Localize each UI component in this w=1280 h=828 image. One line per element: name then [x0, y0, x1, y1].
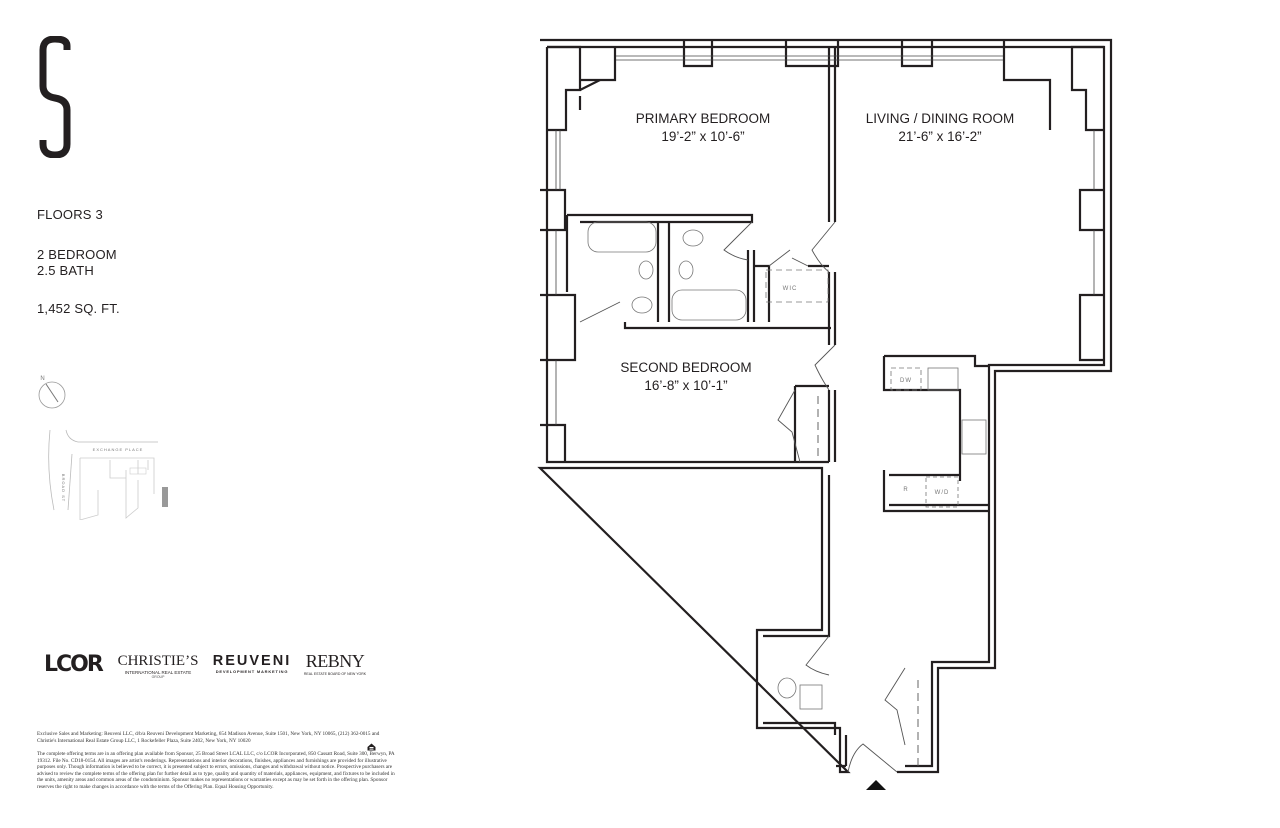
sales-contact-text: Exclusive Sales and Marketing: Reuveni L… — [37, 731, 380, 744]
christies-sub: INTERNATIONAL REAL ESTATE — [124, 670, 192, 675]
baths-label: 2.5 BATH — [37, 263, 94, 278]
christies-wordmark: CHRISTIE’S — [117, 653, 199, 669]
fridge-label: R — [903, 487, 908, 493]
primary-bedroom-name: PRIMARY BEDROOM — [636, 111, 771, 126]
rebny-sub: REAL ESTATE BOARD OF NEW YORK — [303, 672, 367, 676]
wic-label: WIC — [783, 286, 798, 292]
lcor-logo: LCOR — [44, 652, 104, 677]
equal-housing-icon — [367, 738, 376, 751]
living-room-dims: 21’-6” x 16’-2” — [898, 129, 981, 144]
christies-group: GROUP — [151, 675, 165, 679]
walls — [537, 38, 1113, 774]
kitchen-sink-icon — [927, 367, 959, 391]
bedrooms-label: 2 BEDROOM — [37, 247, 117, 262]
toilet-icon — [777, 677, 797, 699]
cooktop-icon — [961, 419, 987, 455]
sink-icon — [799, 684, 823, 710]
reuveni-wordmark: REUVENI — [212, 653, 292, 669]
living-room-name: LIVING / DINING ROOM — [866, 111, 1015, 126]
fixtures — [587, 221, 987, 710]
floors-label: FLOORS 3 — [37, 207, 103, 222]
bathtub-icon — [671, 289, 747, 321]
christies-logo: CHRISTIE’S INTERNATIONAL REAL ESTATE GRO… — [113, 653, 203, 679]
rebny-wordmark: REBNY — [305, 651, 365, 671]
second-bedroom-dims: 16’-8” x 10’-1” — [644, 378, 727, 393]
wd-label: W/D — [935, 490, 950, 496]
bathtub-icon — [587, 221, 657, 253]
entrance-arrow-icon — [866, 780, 886, 790]
second-bedroom-name: SECOND BEDROOM — [620, 360, 751, 375]
toilet-icon — [631, 296, 653, 314]
north-arrow-icon: N — [38, 376, 66, 409]
doors — [579, 221, 919, 773]
primary-bedroom-dims: 19’-2” x 10’-6” — [661, 129, 744, 144]
disclaimer-text: The complete offering terms are in an of… — [37, 751, 395, 790]
washer-dryer-icon — [925, 476, 959, 508]
north-label: N — [40, 376, 45, 382]
area-label: 1,452 SQ. FT. — [37, 301, 120, 316]
reuveni-logo: REUVENI DEVELOPMENT MARKETING — [209, 653, 295, 674]
key-plan: N EXCHANGE PLACE BROAD ST — [38, 376, 168, 520]
rebny-logo: REBNY REAL ESTATE BOARD OF NEW YORK — [300, 651, 370, 676]
dishwasher-icon — [890, 367, 922, 391]
windows — [555, 55, 1095, 425]
sink-icon — [678, 260, 694, 280]
closet-rod — [765, 269, 829, 303]
street-exchange-place: EXCHANGE PLACE — [93, 447, 144, 452]
sink-icon — [638, 260, 654, 280]
street-broad-st: BROAD ST — [61, 474, 66, 502]
toilet-icon — [682, 229, 704, 247]
dw-label: DW — [900, 378, 912, 384]
reuveni-sub: DEVELOPMENT MARKETING — [215, 669, 289, 674]
brand-s-logo — [39, 36, 71, 158]
